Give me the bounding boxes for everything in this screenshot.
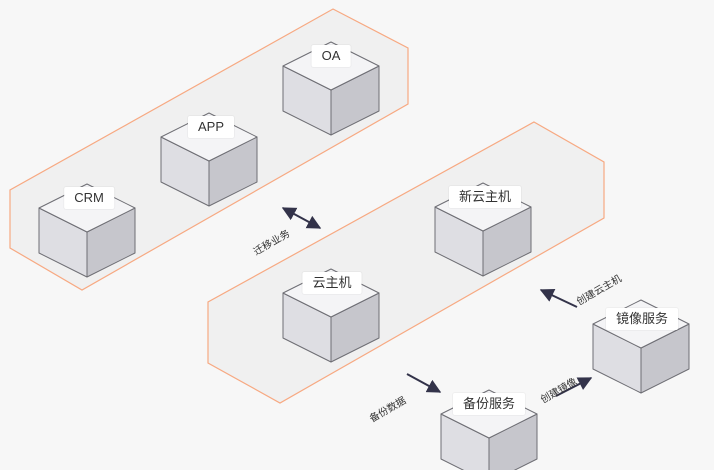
migrate-arrow [281,207,322,229]
crm-node-label[interactable]: CRM [64,187,114,209]
create-image-arrow [555,377,593,397]
backup-data-arrow [406,373,442,393]
cloud-host-node-label[interactable]: 云主机 [302,272,362,294]
oa-server-box[interactable] [282,41,380,136]
new-cloud-host-node-label[interactable]: 新云主机 [448,186,522,208]
backup-service-node-label[interactable]: 备份服务 [452,393,526,415]
app-node-label[interactable]: APP [187,116,235,138]
image-service-node-label[interactable]: 镜像服务 [605,308,679,330]
create-host-arrow [539,289,578,308]
oa-node-label[interactable]: OA [311,45,351,67]
